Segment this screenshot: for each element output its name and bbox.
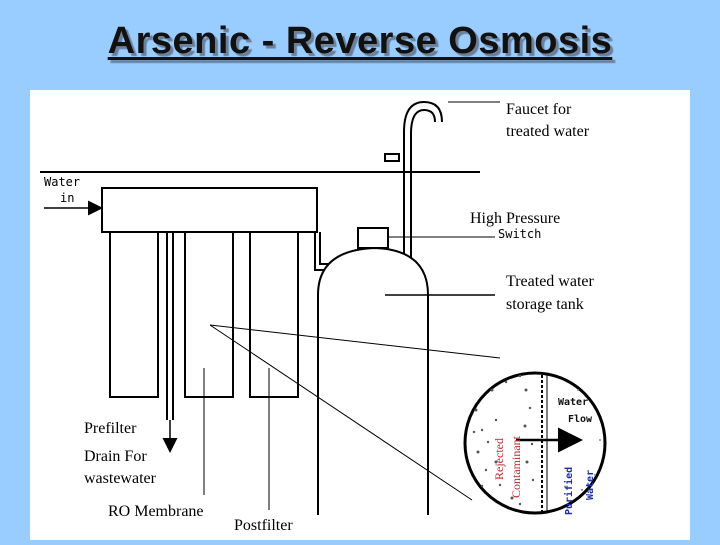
drain-label-2: wastewater bbox=[84, 470, 157, 487]
water-in-label-2: in bbox=[60, 191, 74, 205]
faucet-label: Faucet for bbox=[506, 101, 572, 118]
diagram-panel: Rejected Contaminant Purified Water Wate… bbox=[30, 90, 690, 540]
inset-rejected-label: Rejected bbox=[492, 438, 506, 480]
prefilter-label: Prefilter bbox=[84, 420, 137, 437]
filter-manifold bbox=[101, 187, 318, 233]
high-pressure-switch bbox=[357, 227, 389, 249]
switch-label: Switch bbox=[498, 227, 541, 241]
faucet-icon bbox=[384, 100, 443, 260]
magnify-line bbox=[209, 324, 501, 359]
magnify-line bbox=[209, 324, 473, 501]
postfilter-housing bbox=[249, 231, 299, 398]
inset-purified-water-label: Water bbox=[585, 470, 596, 500]
postfilter-label: Postfilter bbox=[234, 517, 293, 534]
slide-title: Arsenic - Reverse Osmosis bbox=[107, 20, 613, 62]
ro-system-diagram: Rejected Contaminant Purified Water Wate… bbox=[40, 100, 607, 534]
ro-membrane-housing bbox=[184, 231, 234, 398]
drain-label: Drain For bbox=[84, 448, 147, 465]
high-pressure-label: High Pressure bbox=[470, 210, 560, 227]
prefilter-housing bbox=[109, 231, 159, 398]
tank-label-2: storage tank bbox=[506, 296, 584, 313]
contaminant-speckles bbox=[472, 374, 535, 506]
inset-flow-label-2: Flow bbox=[568, 414, 593, 425]
purified-speckles bbox=[577, 389, 601, 491]
inset-purified-label: Purified bbox=[563, 467, 575, 515]
storage-tank bbox=[317, 246, 429, 515]
ro-membrane-label: RO Membrane bbox=[108, 503, 204, 520]
faucet-label-2: treated water bbox=[506, 123, 590, 140]
tank-label: Treated water bbox=[506, 273, 594, 290]
membrane-inset: Rejected Contaminant Purified Water Wate… bbox=[463, 371, 607, 515]
water-in-label: Water bbox=[44, 175, 80, 189]
inset-flow-label: Water bbox=[558, 397, 588, 408]
inset-contaminant-label: Contaminant bbox=[509, 435, 523, 498]
